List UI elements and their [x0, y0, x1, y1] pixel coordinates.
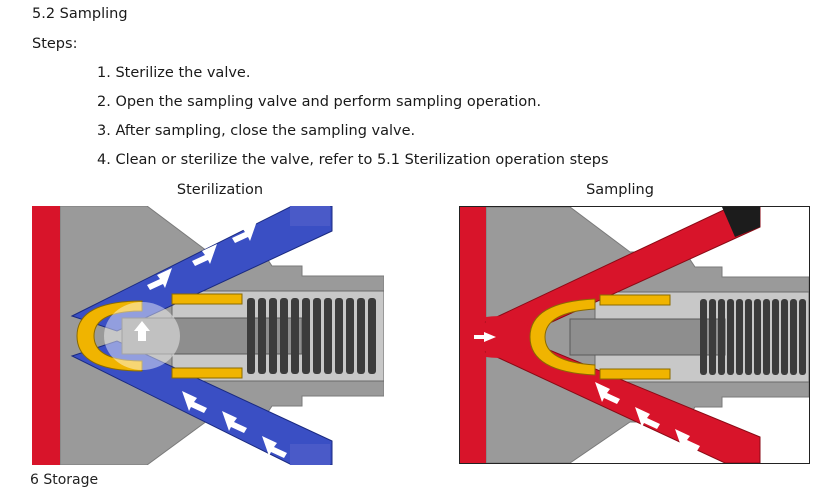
yellow-seal	[76, 300, 143, 372]
sterilization-diagram	[32, 206, 384, 465]
steps-label: Steps:	[32, 36, 78, 52]
steam-line	[32, 206, 60, 465]
lower-channel	[70, 340, 333, 465]
next-section-heading: 6 Storage	[30, 472, 99, 488]
step-2: 2. Open the sampling valve and perform s…	[97, 94, 542, 110]
step-4: 4. Clean or sterilize the valve, refer t…	[97, 152, 609, 168]
caption-sampling: Sampling	[586, 182, 654, 198]
flow-arrow-icon	[134, 221, 287, 458]
spring	[700, 299, 806, 375]
spring	[247, 298, 376, 374]
step-1: 1. Sterilize the valve.	[97, 65, 251, 81]
section-heading: 5.2 Sampling	[32, 6, 128, 22]
flow-arrow-icon	[474, 332, 700, 451]
caption-sterilization: Sterilization	[176, 182, 264, 198]
step-3: 3. After sampling, close the sampling va…	[97, 123, 416, 139]
yellow-seal	[529, 298, 596, 376]
sampling-diagram	[459, 206, 810, 464]
